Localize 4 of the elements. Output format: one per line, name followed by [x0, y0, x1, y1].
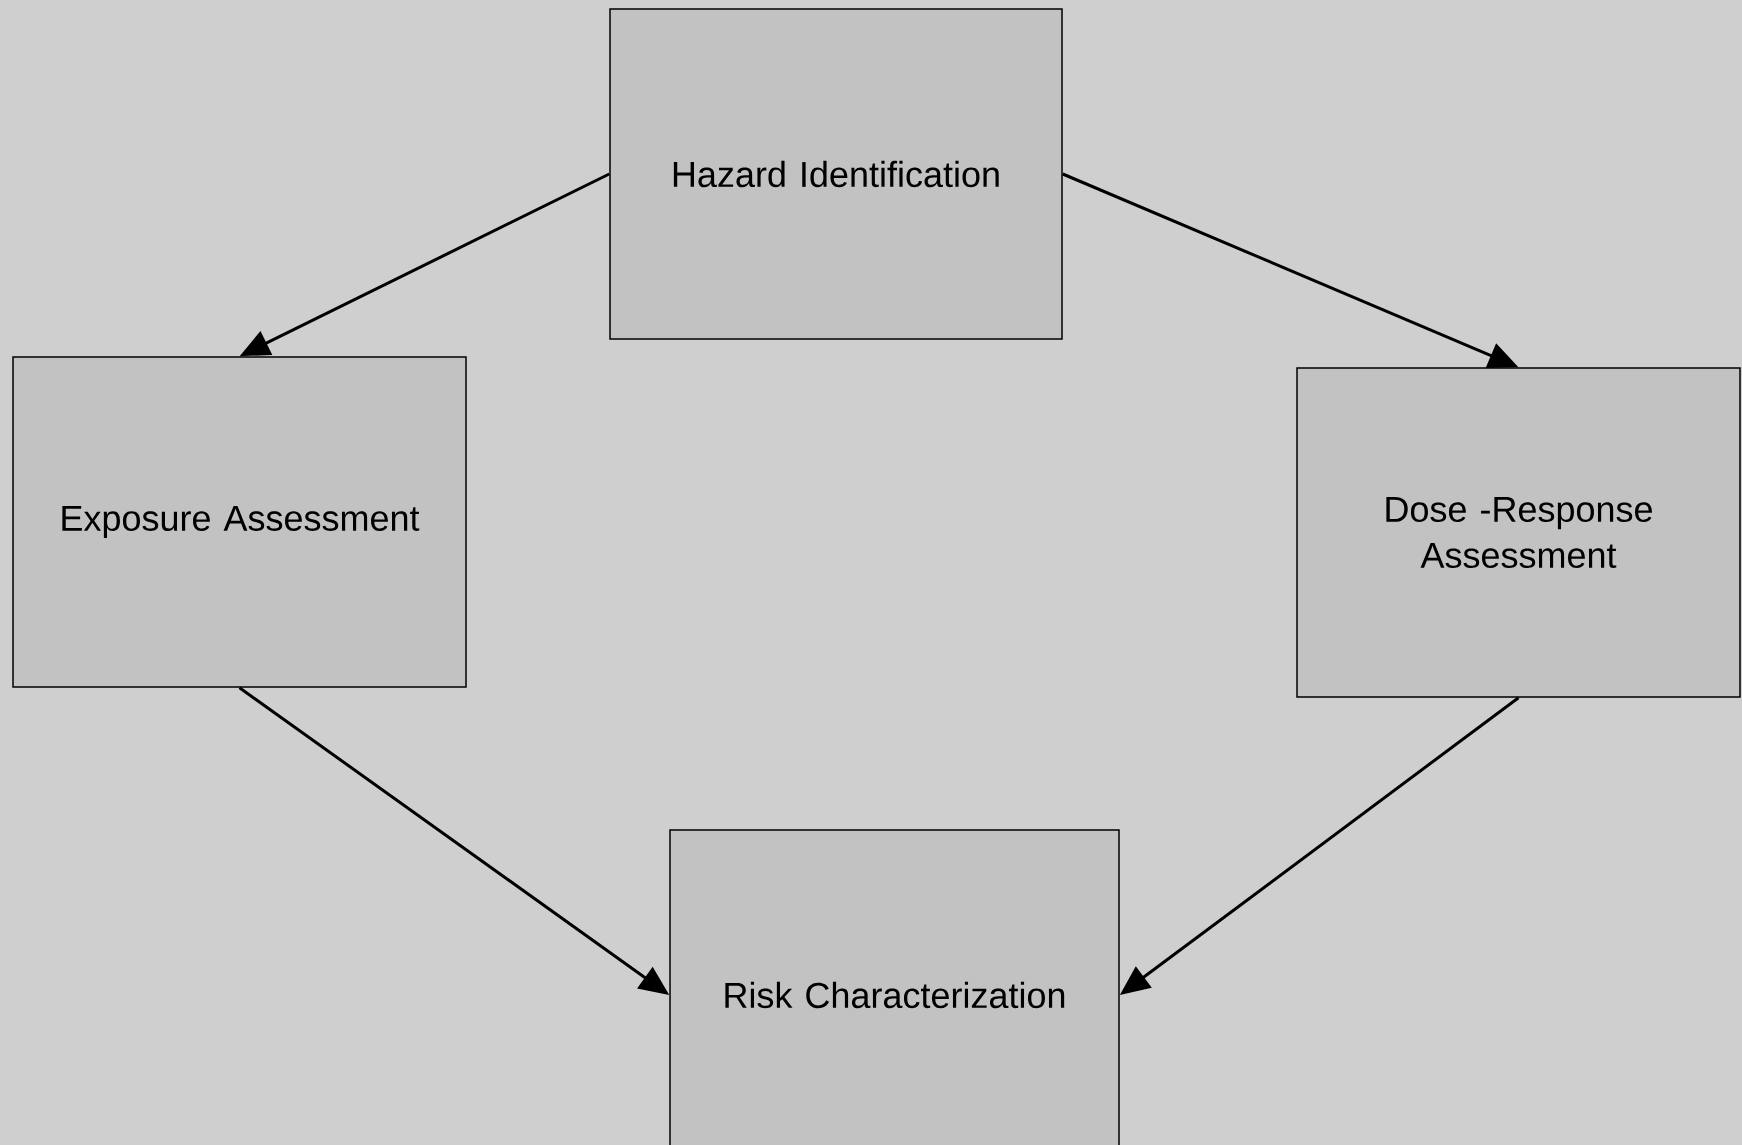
process-box: Risk Characterization	[669, 829, 1120, 1145]
process-box: Dose -Response Assessment	[1296, 367, 1741, 698]
process-box: Exposure Assessment	[12, 356, 467, 688]
process-box: Hazard Identification	[609, 8, 1063, 340]
